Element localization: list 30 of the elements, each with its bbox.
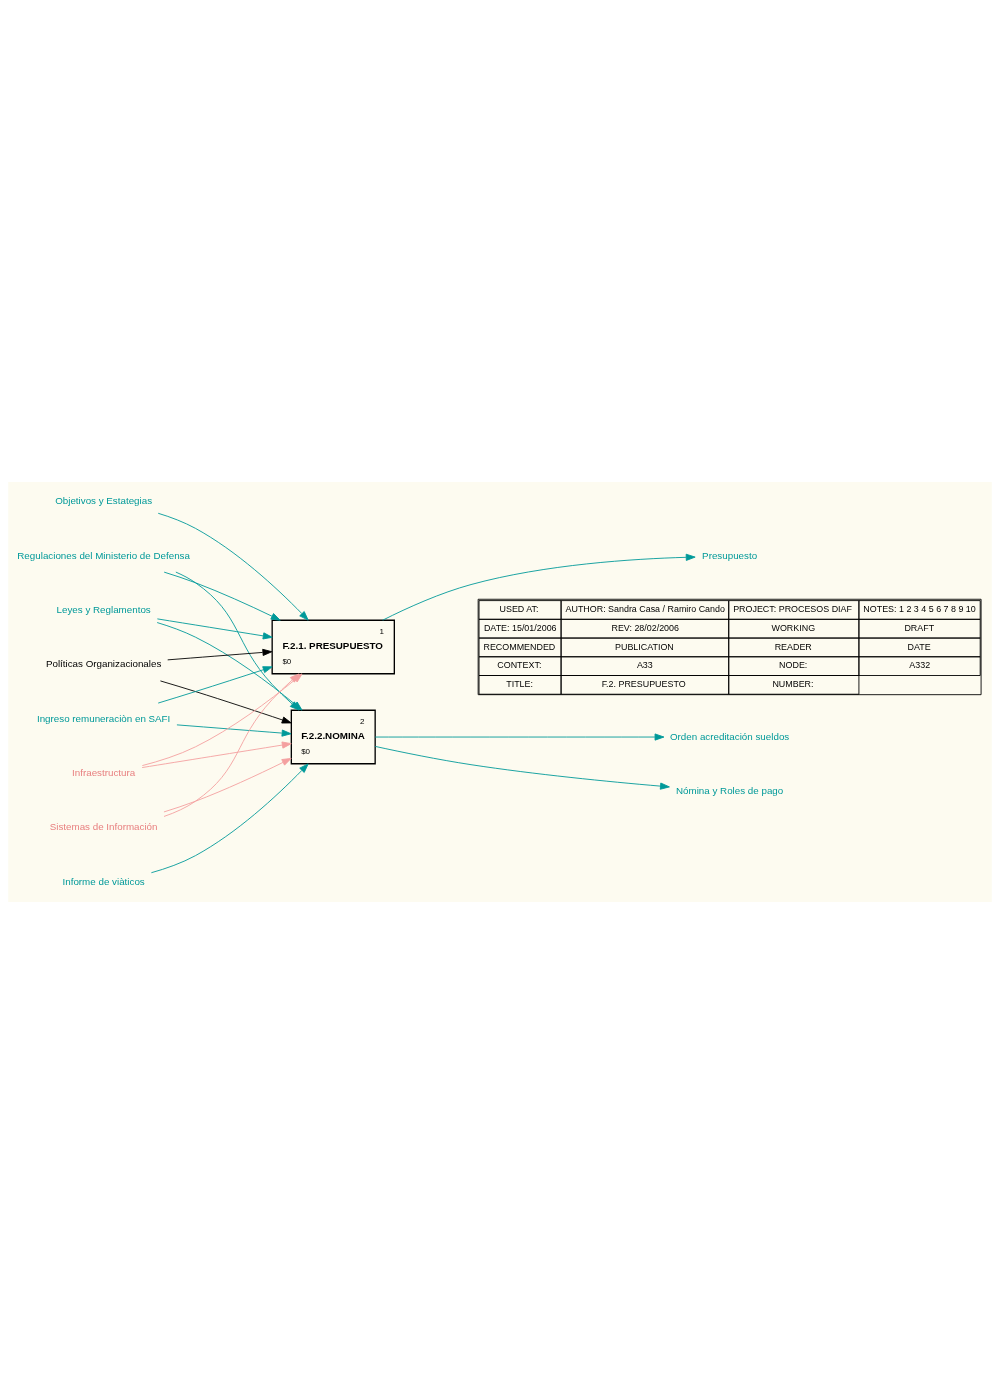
label: PROJECT: PROCESOS DIAF	[733, 604, 852, 615]
label: NUMBER:	[772, 679, 814, 690]
node-text: Ingreso remuneraciòn en SAFI	[36, 712, 171, 724]
node-text: Informe de viàticos	[62, 875, 145, 887]
label: DRAFT	[904, 622, 935, 633]
node-text: Sistemas de Información	[49, 821, 158, 833]
label: READER	[774, 641, 812, 652]
node-text: Nómina y Roles de pago	[675, 784, 784, 796]
node-text: Leyes y Reglamentos	[56, 603, 151, 615]
node-text: Presupuesto	[702, 550, 758, 562]
label: PUBLICATION	[615, 641, 674, 652]
node-text: Infraestructura	[72, 767, 136, 779]
label: AUTHOR: Sandra Casa / Ramiro Cando	[565, 604, 725, 615]
label: CONTEXT:	[497, 660, 542, 671]
label: USED AT:	[499, 604, 539, 615]
label: DATE	[907, 641, 931, 652]
node-text: Orden acreditación sueldos	[669, 730, 790, 742]
label: NOTES: 1 2 3 4 5 6 7 8 9 10	[863, 604, 976, 615]
label: REV: 28/02/2006	[611, 622, 679, 633]
label: DATE: 15/01/2006	[483, 622, 557, 633]
label: A332	[909, 660, 931, 671]
node-text: Regulaciones del Ministerio de Defensa	[17, 549, 190, 561]
label: WORKING	[771, 622, 816, 633]
node-text: Políticas Organizacionales	[45, 658, 162, 670]
label: RECOMMENDED	[483, 641, 556, 652]
node-text: Objetivos y Estategias	[55, 495, 153, 507]
label: F.2. PRESUPUESTO	[601, 679, 686, 690]
label: NODE:	[779, 660, 808, 671]
label: TITLE:	[506, 679, 533, 690]
label: A33	[636, 660, 653, 671]
